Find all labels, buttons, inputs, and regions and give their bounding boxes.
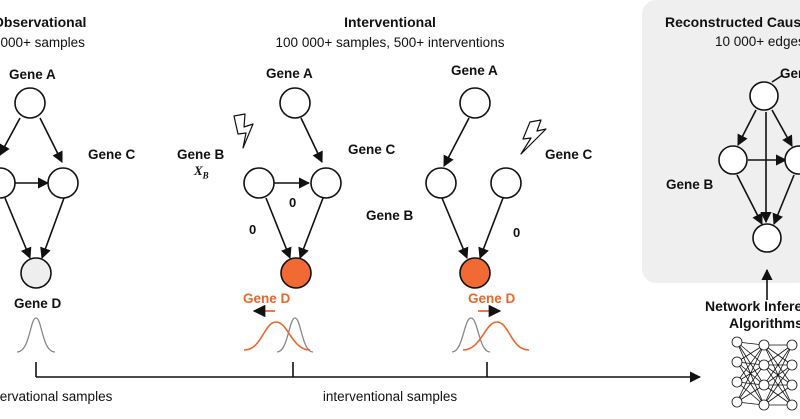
intervention-variable: XB (194, 163, 209, 181)
node-gene-d-obs (20, 257, 52, 289)
node-gene-b-obs (0, 167, 16, 199)
label-gene-b-int1: Gene B (177, 147, 225, 162)
label-gene-a-rec: Gene A (780, 66, 800, 81)
distribution-int1-shifted (243, 321, 311, 351)
edge-weight-zero: 0 (513, 225, 521, 240)
edge-weight-zero: 0 (249, 222, 257, 237)
distribution-obs (16, 317, 56, 353)
observational-subtitle: 1000+ samples (0, 35, 85, 50)
node-gene-a-int2 (459, 87, 491, 119)
reconstructed-subtitle: 10 000+ edges (715, 34, 800, 49)
node-gene-d-rec (752, 223, 782, 253)
edge-weight-zero: 0 (289, 195, 297, 210)
node-gene-b-int2 (425, 167, 457, 199)
label-gene-c-int2: Gene C (545, 147, 593, 162)
label-gene-b-rec: Gene B (666, 177, 714, 192)
neural-network-icon (731, 336, 798, 411)
observational-title: Observational (0, 14, 87, 30)
reconstructed-title: Reconstructed Causal (665, 14, 800, 30)
network-inference-line1: Network Inference (705, 298, 800, 314)
interventional-graph-2 (441, 117, 504, 260)
label-gene-a-obs: Gene A (9, 67, 56, 82)
node-gene-b-rec (718, 145, 748, 175)
interventional-graph-1 (265, 117, 324, 260)
label-gene-b-int2: Gene B (366, 208, 414, 223)
network-inference-line2: Algorithms (729, 315, 800, 331)
reconstructed-graph (736, 74, 795, 226)
distribution-int1-original (276, 317, 314, 353)
label-gene-a-int2: Gene A (451, 63, 498, 78)
node-gene-b-int1 (243, 167, 275, 199)
label-gene-a-int1: Gene A (266, 66, 313, 81)
interventional-title: Interventional (344, 14, 436, 30)
node-gene-a-int1 (279, 87, 311, 119)
observational-graph (0, 117, 65, 260)
node-gene-a-rec (749, 81, 779, 111)
node-gene-d-int2 (459, 257, 491, 289)
distribution-int2-shifted (462, 321, 530, 351)
node-gene-c-obs (47, 167, 79, 199)
label-gene-c-int1: Gene C (348, 142, 396, 157)
node-gene-a-obs (14, 87, 46, 119)
interventional-subtitle: 100 000+ samples, 500+ interventions (275, 35, 505, 50)
label-gene-d-int2: Gene D (468, 291, 516, 306)
distribution-int2-original (451, 317, 491, 353)
label-gene-d-int1: Gene D (243, 291, 291, 306)
node-gene-d-int1 (280, 257, 312, 289)
lightning-icon (520, 119, 547, 155)
interventional-samples-label: interventional samples (322, 389, 458, 404)
lightning-icon (233, 113, 254, 149)
node-gene-c-int1 (310, 167, 342, 199)
node-gene-c-rec (784, 145, 800, 175)
label-gene-d-obs: Gene D (14, 296, 62, 311)
observational-samples-label: observational samples (0, 389, 113, 404)
node-gene-c-int2 (490, 167, 522, 199)
label-gene-c-obs: Gene C (88, 147, 136, 162)
